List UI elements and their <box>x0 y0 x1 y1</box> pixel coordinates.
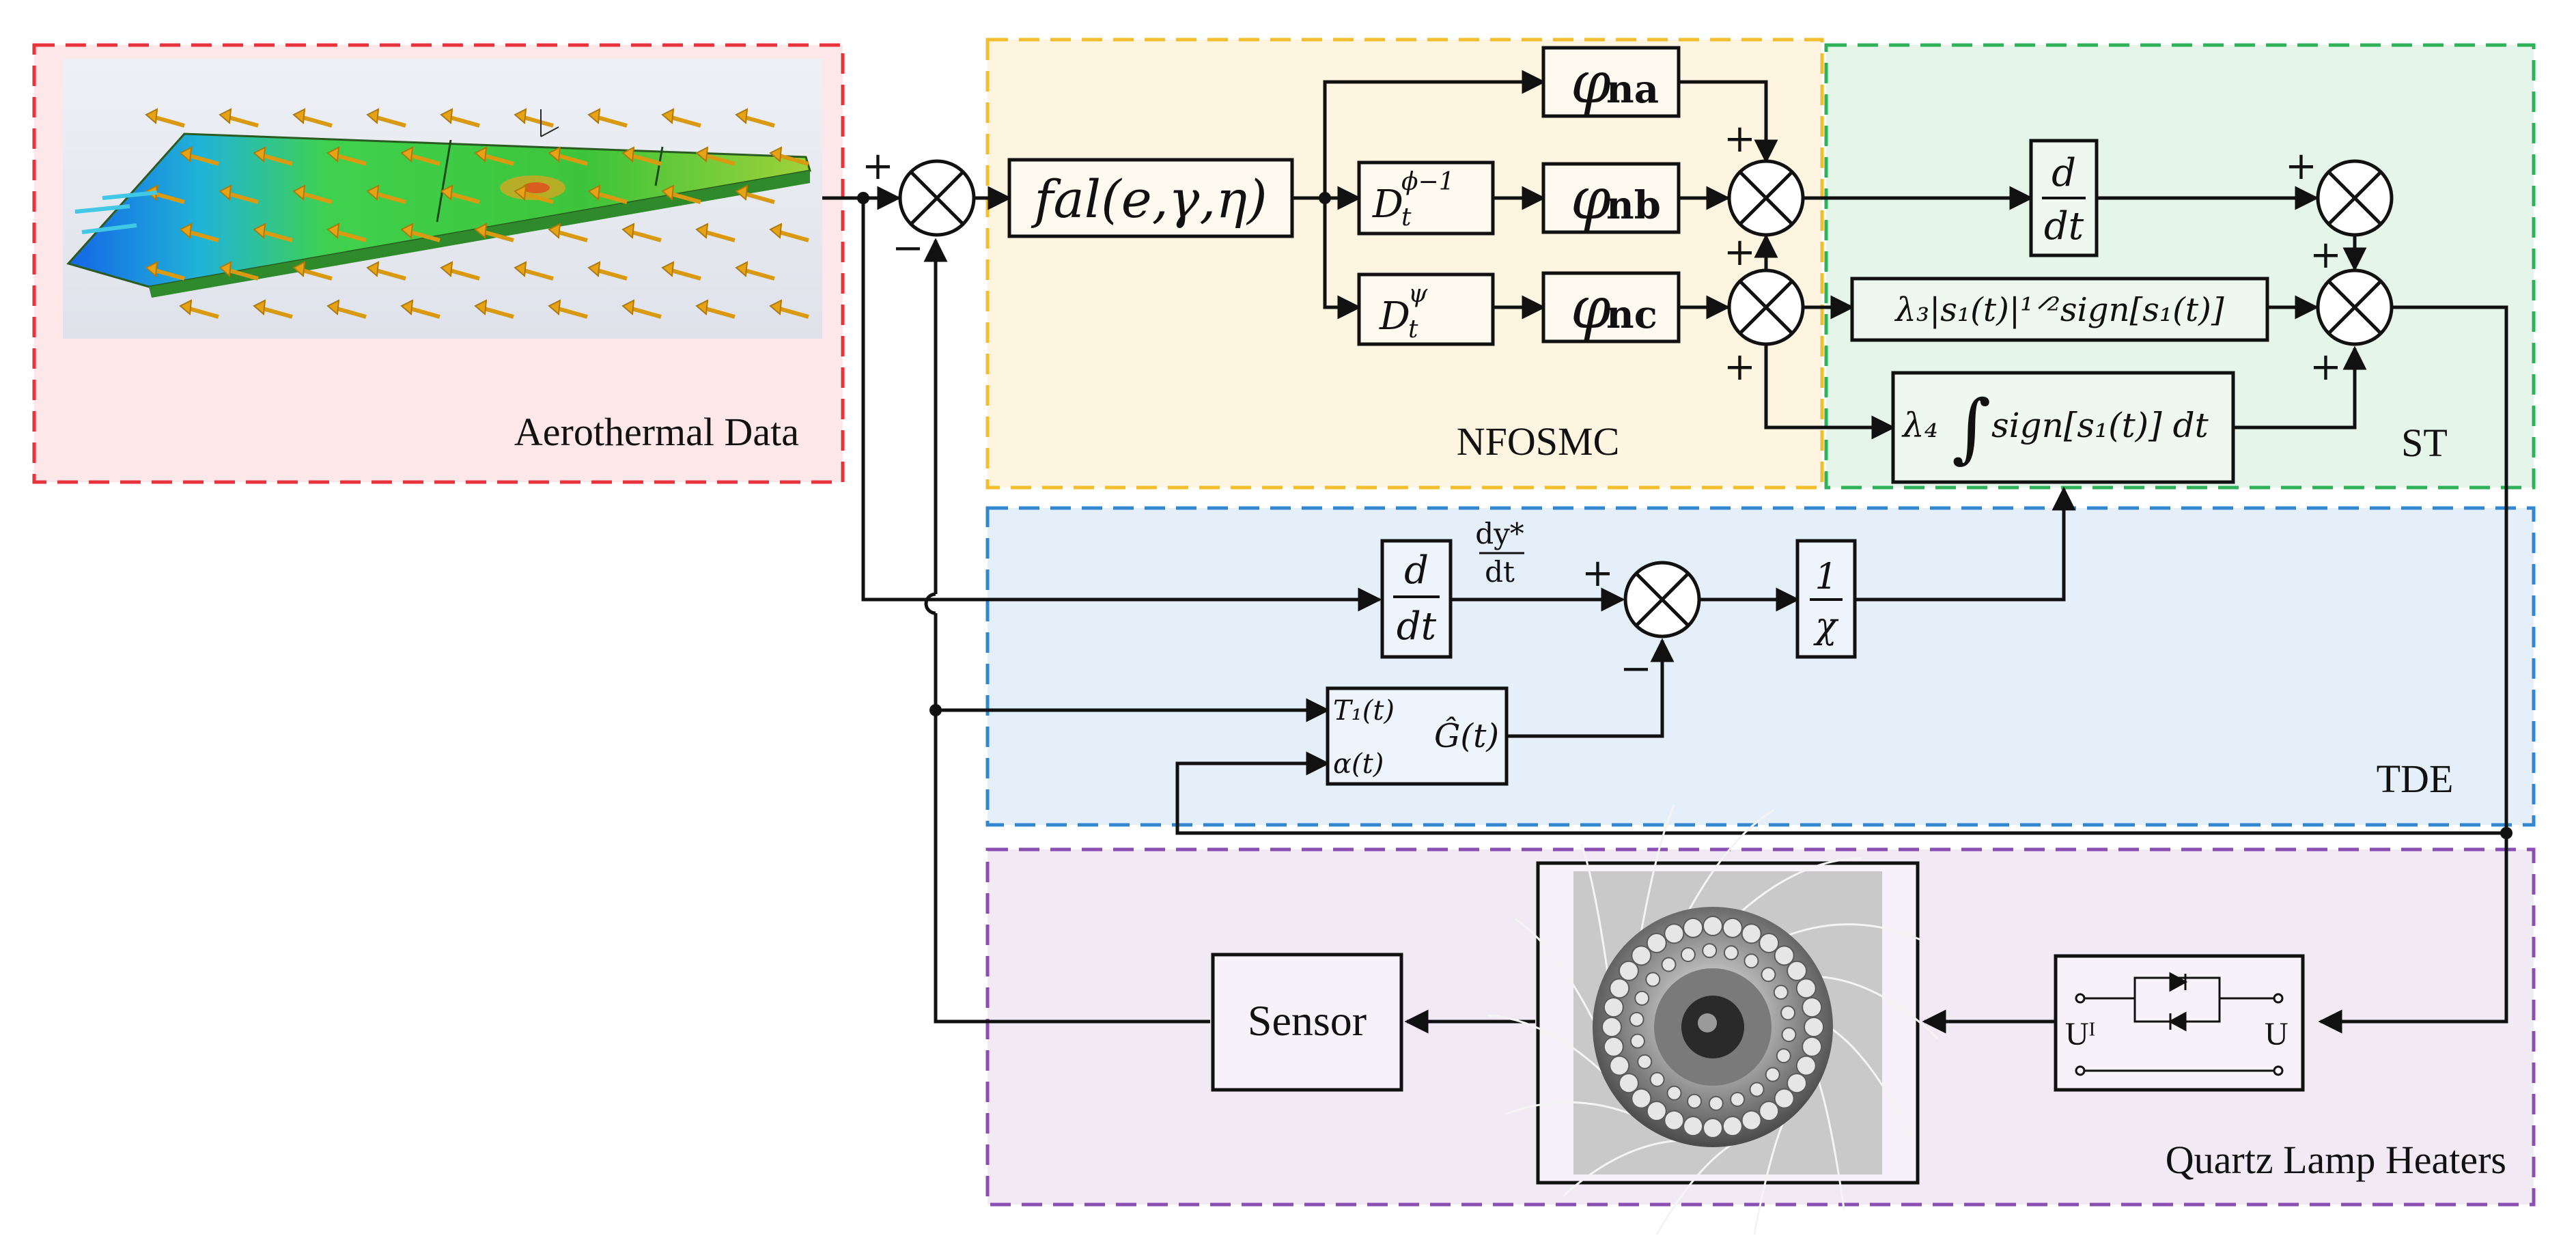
st-label: ST <box>2401 421 2448 465</box>
aerothermal-label: Aerothermal Data <box>514 410 799 454</box>
phi-na-block <box>1541 46 1681 118</box>
summing-junction <box>1623 561 1701 638</box>
d-phi-superscript: ϕ−1 <box>1401 168 1455 196</box>
phi-nb-block <box>1541 162 1681 234</box>
phi-nb-subscript: nb <box>1606 183 1661 228</box>
phi-na-subscript: na <box>1606 67 1659 112</box>
sign-sum6-plus: + <box>1582 551 1614 595</box>
power-ui-label: Uᴵ <box>2065 1016 2095 1052</box>
phi-nb-symbol: φ <box>1571 165 1611 232</box>
summing-junction <box>1727 268 1805 346</box>
signal-wires <box>822 70 2508 1034</box>
tde-output-ghat: Ĝ(t) <box>1434 716 1499 755</box>
d-phi-subscript: t <box>1401 203 1412 231</box>
sign-sum5-plus-top: + <box>2310 233 2342 277</box>
nfosmc-label: NFOSMC <box>1457 419 1620 464</box>
sign-sum1-minus: − <box>892 226 924 270</box>
junction-dots <box>857 192 2512 839</box>
d-psi-subscript: t <box>1408 315 1418 343</box>
summing-junction <box>1727 159 1805 237</box>
thyristor-symbol <box>2075 972 2284 1076</box>
d-phi-base: D <box>1372 182 1403 227</box>
d-psi-superscript: ψ <box>1408 280 1428 308</box>
sign-sum4-plus: + <box>2285 144 2317 188</box>
phi-nc-subscript: nc <box>1606 292 1657 337</box>
st-deriv-denominator: dt <box>2044 204 2084 249</box>
tde-deriv-denominator: dt <box>1397 604 1437 649</box>
dy-star-denominator: dt <box>1485 555 1515 589</box>
g-hat-estimator-block <box>1326 686 1509 786</box>
tde-derivative-block <box>1380 539 1453 659</box>
summing-junction <box>898 159 976 237</box>
sign-sum6-minus: − <box>1620 647 1652 691</box>
fal-block <box>1007 158 1294 238</box>
st-deriv-numerator: d <box>2052 151 2076 195</box>
summing-junctions <box>898 159 2394 638</box>
lambda3-term: λ₃|s₁(t)|¹ᐟ²sign[s₁(t)] <box>1894 291 2224 329</box>
inverse-chi-denominator: χ <box>1812 606 1839 647</box>
inverse-chi-numerator: 1 <box>1815 557 1837 597</box>
lambda4-body: sign[s₁(t)] dt <box>1991 406 2209 445</box>
junction-signs: + − + + + + + + + − <box>862 117 2342 691</box>
sign-sum2-plus: + <box>1724 117 1756 161</box>
sign-sum3-plus-bottom: + <box>1724 345 1756 389</box>
d-psi-block <box>1357 272 1495 346</box>
sign-sum5-plus-bottom: + <box>2310 345 2342 389</box>
sign-sum3-plus-top: + <box>1724 230 1756 275</box>
power-u-label: U <box>2265 1016 2288 1052</box>
quartz-lamp-image <box>1487 804 1939 1238</box>
tde-panel: TDE <box>985 506 2536 827</box>
phi-nc-symbol: φ <box>1571 275 1611 341</box>
summing-junction <box>2316 159 2394 237</box>
sensor-block <box>1211 953 1403 1092</box>
d-phi-minus-one-block <box>1357 160 1495 236</box>
lambda3-block <box>1850 277 2269 342</box>
lambda4-symbol: λ₄ <box>1901 406 1938 445</box>
lambda4-integral-sign: ∫ <box>1952 384 1991 471</box>
sign-sum1-plus: + <box>862 144 894 188</box>
d-psi-base: D <box>1379 294 1410 339</box>
fal-label: fal(e,γ,η) <box>1031 169 1267 229</box>
phi-nc-block <box>1541 271 1681 343</box>
phi-na-symbol: φ <box>1571 49 1611 116</box>
lambda4-integral-block <box>1891 371 2235 484</box>
dy-star-numerator: dy* <box>1475 517 1524 550</box>
inverse-chi-block <box>1795 539 1857 659</box>
summing-junction <box>2316 268 2394 346</box>
tde-deriv-numerator: d <box>1404 548 1429 593</box>
sensor-label: Sensor <box>1248 996 1367 1045</box>
aerothermal-image <box>63 59 822 339</box>
tde-input-t1: T₁(t) <box>1333 695 1395 727</box>
nfosmc-panel: NFOSMC <box>985 38 1824 490</box>
heaters-label: Quartz Lamp Heaters <box>2166 1138 2506 1182</box>
tde-label: TDE <box>2377 757 2454 801</box>
tde-input-alpha: α(t) <box>1333 748 1384 780</box>
